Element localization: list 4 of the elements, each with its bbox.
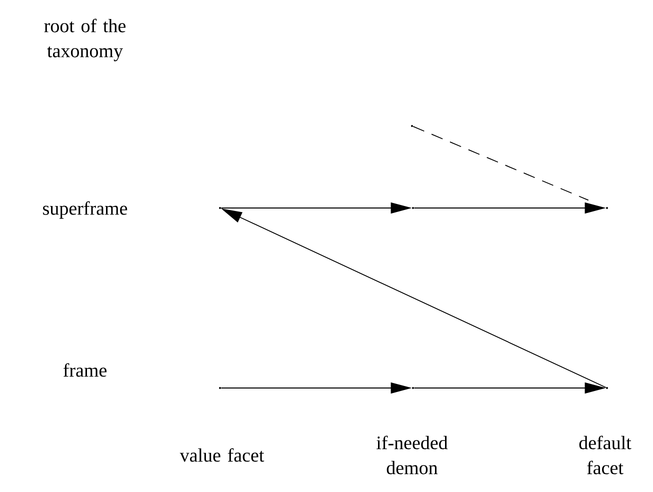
row-label: root of the taxonomy [44, 18, 126, 62]
row-label: frame [63, 363, 106, 377]
dashed-line [412, 126, 589, 201]
row-label: superframe [43, 201, 128, 219]
